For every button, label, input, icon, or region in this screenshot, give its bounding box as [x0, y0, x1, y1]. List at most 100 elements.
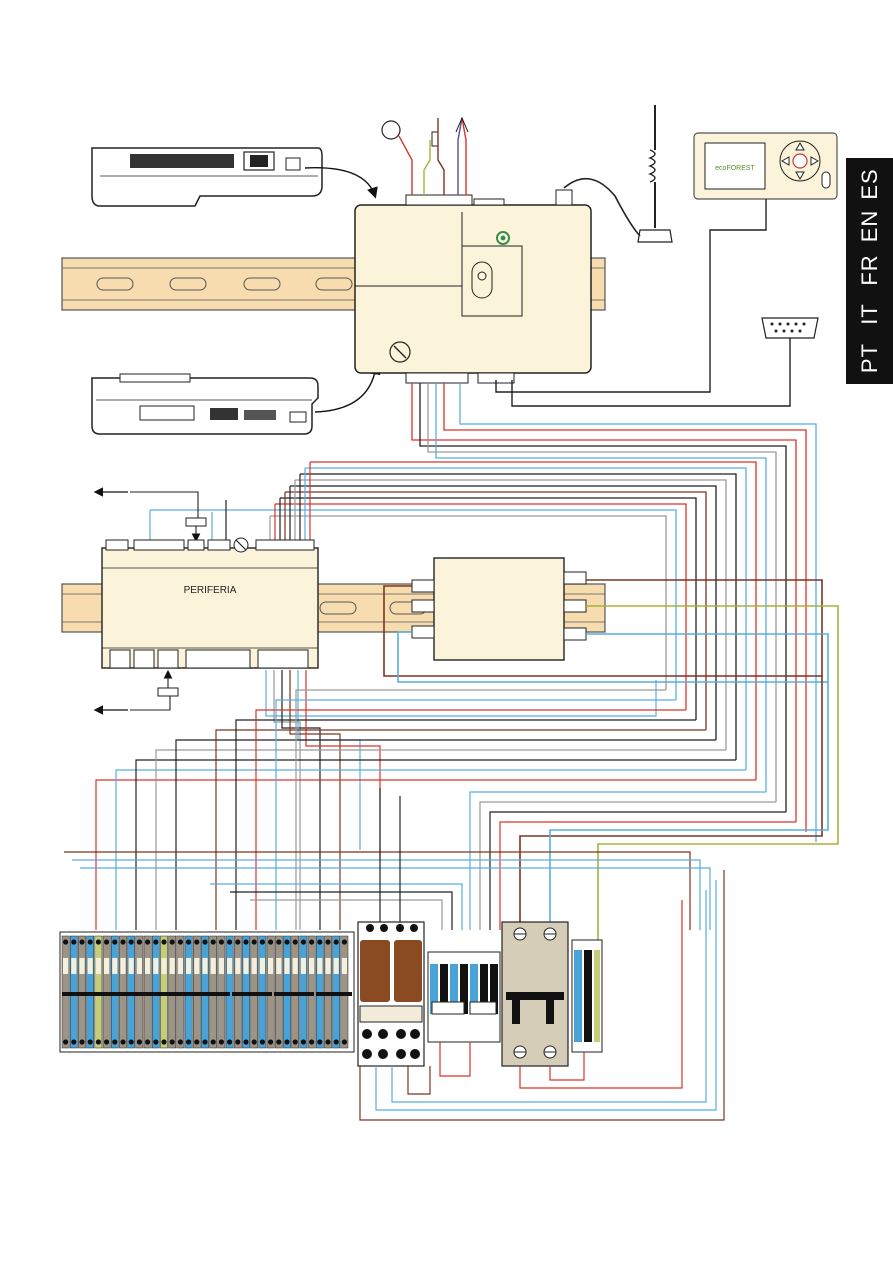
terminal-marker — [268, 958, 273, 974]
terminal-marker — [63, 958, 68, 974]
terminal-screw — [79, 1039, 84, 1044]
terminal-screw — [71, 939, 76, 944]
terminal-screw — [104, 1039, 109, 1044]
terminal-screw — [145, 939, 150, 944]
terminal-screw — [342, 939, 347, 944]
terminal-screw — [334, 1039, 339, 1044]
terminal-marker — [145, 958, 150, 974]
terminal-marker — [202, 958, 207, 974]
terminal-marker — [104, 958, 109, 974]
terminal-screw — [153, 1039, 158, 1044]
terminal-screw — [79, 939, 84, 944]
language-tab-label: PT — [857, 343, 883, 373]
terminal-feed-wires — [64, 690, 796, 930]
terminal-screw — [301, 1039, 306, 1044]
terminal-screw — [227, 1039, 232, 1044]
main-controller — [355, 190, 591, 383]
relay-block — [358, 922, 424, 1066]
terminal-screw — [243, 939, 248, 944]
terminal-screw — [260, 1039, 265, 1044]
jumper-bar — [152, 992, 192, 996]
terminal-marker — [186, 958, 191, 974]
terminal-marker — [170, 958, 175, 974]
board-side-view-bottom — [92, 374, 318, 434]
power-button-icon — [780, 141, 820, 181]
terminal-screw — [120, 1039, 125, 1044]
terminal-screw — [284, 939, 289, 944]
terminal-screw — [202, 939, 207, 944]
terminal-screw — [301, 939, 306, 944]
terminal-screw — [268, 939, 273, 944]
terminal-marker — [243, 958, 248, 974]
terminal-marker — [227, 958, 232, 974]
terminal-screw — [260, 939, 265, 944]
terminal-marker — [325, 958, 330, 974]
terminal-screw — [88, 939, 93, 944]
circuit-breaker — [502, 922, 568, 1066]
terminal-screw — [186, 1039, 191, 1044]
terminal-screw — [227, 939, 232, 944]
terminal-marker — [301, 958, 306, 974]
language-tab-label: ES — [857, 168, 883, 199]
terminal-screw — [194, 939, 199, 944]
terminal-marker — [178, 958, 183, 974]
arrow-left-icon — [96, 492, 206, 540]
terminal-screw — [317, 939, 322, 944]
language-tab-label: FR — [857, 254, 883, 285]
arrow-left-icon — [96, 672, 178, 710]
terminal-screw — [194, 1039, 199, 1044]
display-brand: ecoFOREST — [715, 165, 755, 172]
terminal-marker — [276, 958, 281, 974]
terminal-screw — [112, 939, 117, 944]
jumper-bar — [316, 992, 352, 996]
terminal-screw — [252, 939, 257, 944]
terminal-marker — [161, 958, 166, 974]
terminal-screw — [334, 939, 339, 944]
terminal-marker — [284, 958, 289, 974]
terminal-marker — [342, 958, 347, 974]
terminal-marker — [112, 958, 117, 974]
terminal-screw — [137, 1039, 142, 1044]
terminal-marker — [293, 958, 298, 974]
terminal-screw — [243, 1039, 248, 1044]
terminal-screw — [96, 1039, 101, 1044]
terminal-screw — [202, 1039, 207, 1044]
terminal-marker — [334, 958, 339, 974]
terminal-marker — [71, 958, 76, 974]
periphery-bottom-wires — [266, 670, 656, 860]
board-side-view-top — [92, 148, 322, 206]
terminal-screw — [170, 1039, 175, 1044]
terminal-screw — [129, 939, 134, 944]
terminal-screw — [129, 1039, 134, 1044]
terminal-marker — [211, 958, 216, 974]
terminal-marker — [153, 958, 158, 974]
terminal-marker — [96, 958, 101, 974]
terminal-screw — [219, 939, 224, 944]
periphery-label: PERIFERIA — [184, 585, 237, 596]
terminal-screw — [276, 939, 281, 944]
terminal-screw — [309, 1039, 314, 1044]
terminal-marker — [120, 958, 125, 974]
language-tab-label: EN — [857, 210, 883, 243]
terminal-screw — [178, 1039, 183, 1044]
jumper-bar — [232, 992, 272, 996]
terminal-screw — [71, 1039, 76, 1044]
terminal-marker — [79, 958, 84, 974]
terminal-marker — [252, 958, 257, 974]
terminal-marker — [137, 958, 142, 974]
terminal-screw — [96, 939, 101, 944]
terminal-marker — [129, 958, 134, 974]
sensor-probes — [382, 118, 468, 195]
terminal-marker — [260, 958, 265, 974]
language-tab-pt[interactable]: PT — [846, 332, 893, 384]
terminal-marker — [194, 958, 199, 974]
terminal-screw — [293, 1039, 298, 1044]
terminal-screw — [284, 1039, 289, 1044]
terminal-screw — [342, 1039, 347, 1044]
terminal-screw — [145, 1039, 150, 1044]
terminal-screw — [293, 939, 298, 944]
terminal-screw — [170, 939, 175, 944]
terminal-marker — [317, 958, 322, 974]
jumper-bar — [110, 992, 152, 996]
